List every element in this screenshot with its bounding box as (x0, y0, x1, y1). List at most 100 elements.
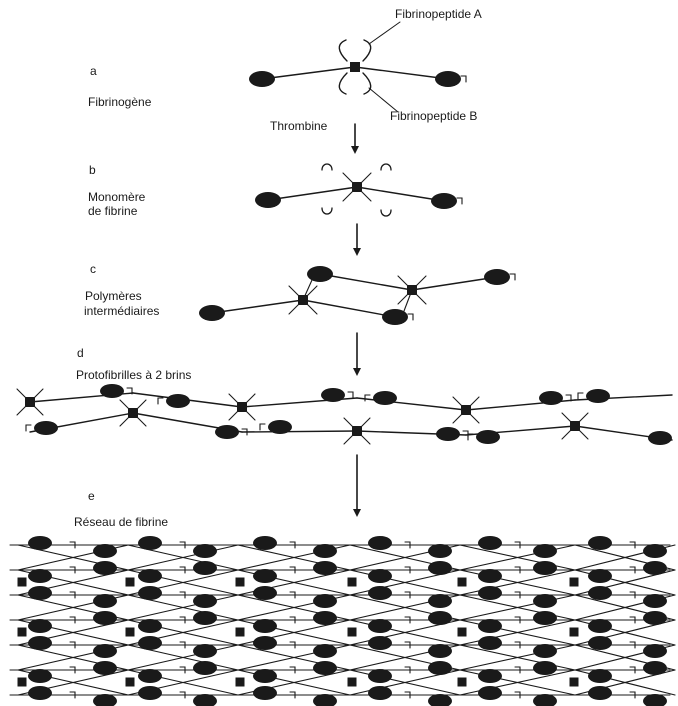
d-domain-node (643, 544, 667, 558)
d-domain-node (215, 425, 239, 439)
polymerization-hole (158, 398, 163, 404)
d-domain-node (431, 193, 457, 209)
d-domain-node (253, 569, 277, 583)
polymerization-arrow-2 (353, 333, 361, 376)
d-domain-node (193, 661, 217, 675)
step-d-title: Protofibrilles à 2 brins (76, 368, 191, 382)
d-domain-node (193, 694, 217, 706)
e-domain-node (570, 578, 579, 587)
d-domain-node (588, 569, 612, 583)
d-domain-node (533, 694, 557, 706)
polymerization-hole (260, 424, 265, 430)
d-domain-node (28, 636, 52, 650)
two-strand-protofibril (17, 384, 672, 445)
polymerization-hole (408, 314, 413, 320)
e-domain-node (458, 628, 467, 637)
polymerization-hole (578, 393, 583, 399)
d-domain-node (643, 661, 667, 675)
e-domain-node (348, 578, 357, 587)
e-domain-node (458, 678, 467, 687)
d-domain-node (34, 421, 58, 435)
d-domain-node (321, 388, 345, 402)
d-domain-node (478, 619, 502, 633)
d-domain-node (478, 586, 502, 600)
d-domain-node (255, 192, 281, 208)
polymerization-hole (365, 395, 370, 401)
thrombine-label: Thrombine (270, 119, 327, 133)
step-e-title: Réseau de fibrine (74, 515, 168, 529)
d-domain-node (253, 636, 277, 650)
fibrinopeptide-a-label: Fibrinopeptide A (395, 7, 482, 21)
d-domain-node (193, 561, 217, 575)
d-domain-node (313, 544, 337, 558)
e-domain-node (348, 628, 357, 637)
coiled-coil (355, 67, 448, 79)
d-domain-node (428, 561, 452, 575)
d-domain-node (93, 644, 117, 658)
polymerization-hole (348, 392, 353, 398)
fibrin-network (10, 536, 675, 706)
step-c-letter: c (90, 262, 96, 276)
d-domain-node (253, 619, 277, 633)
d-domain-node (307, 266, 333, 282)
d-domain-node (313, 644, 337, 658)
polymerization-hole (457, 198, 462, 204)
e-domain-node (126, 628, 135, 637)
fibrinopeptide-a-arc (339, 40, 347, 61)
fibrinopeptide-b-label: Fibrinopeptide B (390, 109, 477, 123)
d-domain-node (253, 586, 277, 600)
d-domain-node (368, 536, 392, 550)
e-domain-node (458, 578, 467, 587)
d-domain-node (28, 686, 52, 700)
d-domain-node (588, 536, 612, 550)
d-domain-node (193, 544, 217, 558)
d-domain-node (93, 661, 117, 675)
d-domain-node (478, 536, 502, 550)
step-a-letter: a (90, 64, 97, 78)
arrow-head (353, 368, 361, 376)
d-domain-node (643, 644, 667, 658)
d-domain-node (313, 611, 337, 625)
arrow-head (353, 248, 361, 256)
d-domain-node (484, 269, 510, 285)
step-b-letter: b (89, 163, 96, 177)
d-domain-node (138, 586, 162, 600)
strand (212, 300, 303, 313)
d-domain-node (428, 694, 452, 706)
polymerization-hole (510, 274, 515, 280)
d-domain-node (533, 561, 557, 575)
d-domain-node (643, 561, 667, 575)
d-domain-node (253, 669, 277, 683)
d-domain-node (588, 686, 612, 700)
d-domain-node (138, 569, 162, 583)
d-domain-node (643, 611, 667, 625)
e-domain-node (348, 678, 357, 687)
step-b-title-line2: de fibrine (88, 204, 137, 218)
d-domain-node (93, 594, 117, 608)
d-domain-node (253, 686, 277, 700)
polymerization-arrow-1 (353, 224, 361, 256)
e-domain-node (570, 678, 579, 687)
d-domain-node (533, 644, 557, 658)
d-domain-node (428, 661, 452, 675)
d-domain-node (193, 611, 217, 625)
step-c-title-line1: Polymères (85, 289, 142, 303)
released-fibrinopeptide (381, 210, 391, 216)
e-domain-node (236, 578, 245, 587)
d-domain-node (648, 431, 672, 445)
d-domain-node (533, 611, 557, 625)
polymerization-hole (461, 76, 466, 82)
released-fibrinopeptide (322, 208, 332, 214)
d-domain-node (138, 619, 162, 633)
d-domain-node (533, 544, 557, 558)
e-domain-node (350, 62, 360, 72)
d-domain-node (643, 594, 667, 608)
d-domain-node (588, 636, 612, 650)
step-d-letter: d (77, 346, 84, 360)
fibrinopeptide-b-arc (339, 73, 347, 94)
d-domain-node (193, 594, 217, 608)
d-domain-node (93, 544, 117, 558)
d-domain-node (428, 544, 452, 558)
polymerization-hole (26, 425, 31, 431)
